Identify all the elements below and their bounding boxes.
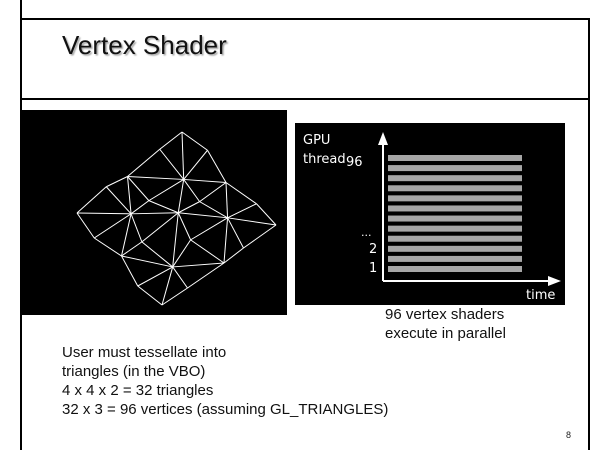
mesh-edge [178,212,228,219]
thread-bar [388,155,522,161]
mesh-edge [190,239,225,264]
mesh-edge [137,266,173,287]
mesh-edge [181,131,208,151]
mesh-edge [177,179,185,213]
axis-title-gpu: GPU [303,133,330,148]
tessellate-caption: User must tessellate into triangles (in … [62,343,388,419]
thread-bar [388,225,522,232]
tessellate-caption-line3: 4 x 4 x 2 = 32 triangles [62,382,214,399]
mesh-edge [183,149,208,180]
title-divider [20,98,590,100]
thread-diagram: GPU thread 96 ... 2 1 time [303,132,561,303]
mesh-edge [183,179,201,202]
mesh-edge [256,203,277,226]
thread-bar [388,255,522,262]
label-96: 96 [346,155,363,170]
axis-title-thread: thread [303,152,346,167]
mesh-edge [148,179,184,202]
mesh-edge [243,224,277,249]
mesh-edge [159,131,183,150]
mesh-edge [93,237,122,257]
mesh-edge [131,212,179,215]
tessellate-caption-line4: 32 x 3 = 96 vertices (assuming GL_TRIANG… [62,401,389,418]
mesh-edge [199,182,227,203]
mesh-edge [178,201,200,214]
mesh-edge [227,203,257,219]
mesh-panel [22,110,287,315]
thread-bar [388,195,522,202]
y-axis-arrow-icon [378,132,388,145]
mesh-edge [190,217,228,241]
mesh-edge [183,178,227,183]
mesh-edge [127,176,150,201]
mesh-edge [127,176,184,180]
thread-bar [388,235,522,242]
thread-bar [388,266,522,272]
thread-bars [388,155,522,272]
mesh-edge [199,201,228,219]
label-ellipsis: ... [361,226,372,239]
slide-border-left [20,0,22,450]
mesh-edge [127,176,132,214]
mesh-edge [177,212,192,241]
mesh-edge [223,247,244,264]
mesh-edge [225,182,257,205]
tessellate-caption-line2: triangles (in the VBO) [62,363,206,380]
parallel-caption-line1: 96 vertex shaders [385,306,505,323]
mesh-edge [76,186,107,214]
mesh-edge [130,200,150,215]
x-axis-arrow-icon [548,276,561,286]
mesh-edge [106,176,128,188]
page-number: 8 [566,430,572,440]
parallel-caption: 96 vertex shaders execute in parallel [385,305,506,343]
mesh-edge [121,213,132,257]
wireframe-mesh [76,131,277,306]
mesh-edge [130,213,143,243]
mesh-edge [137,285,163,306]
mesh-edge [172,239,192,268]
slide-title: Vertex Shader [62,30,227,60]
mesh-edge [227,217,244,249]
mesh-edge [187,262,225,289]
slide-border-top [20,18,590,20]
parallel-caption-line2: execute in parallel [385,325,506,342]
label-1: 1 [369,261,377,276]
mesh-edge [181,131,185,180]
mesh-edge [223,217,229,264]
mesh-edge [161,287,188,306]
label-2: 2 [369,242,377,257]
mesh-edge [121,255,173,268]
mesh-edge [148,200,179,214]
mesh-edge [127,148,161,177]
mesh-edge [225,182,229,218]
thread-bar [388,185,522,192]
thread-bar [388,175,522,182]
mesh-edge [172,212,179,267]
mesh-edge [121,241,143,257]
mesh-edge [105,186,132,215]
thread-bar [388,215,522,222]
mesh-edge [141,241,174,268]
thread-panel: GPU thread 96 ... 2 1 time [295,123,565,305]
mesh-edge [76,212,132,215]
mesh-edge [172,262,225,268]
mesh-edge [121,255,139,287]
thread-bar [388,245,522,252]
mesh-edge [159,148,185,180]
thread-bar [388,165,522,172]
x-label-time: time [526,288,555,303]
tessellate-caption-line1: User must tessellate into [62,344,227,361]
thread-bar [388,205,522,212]
mesh-edge [76,212,95,239]
mesh-edge [207,150,227,183]
mesh-edge [161,266,174,306]
mesh-edge [141,212,179,243]
slide-border-right [588,18,590,450]
mesh-edge [93,213,132,239]
mesh-edge [227,217,277,226]
mesh-edge [172,266,188,289]
